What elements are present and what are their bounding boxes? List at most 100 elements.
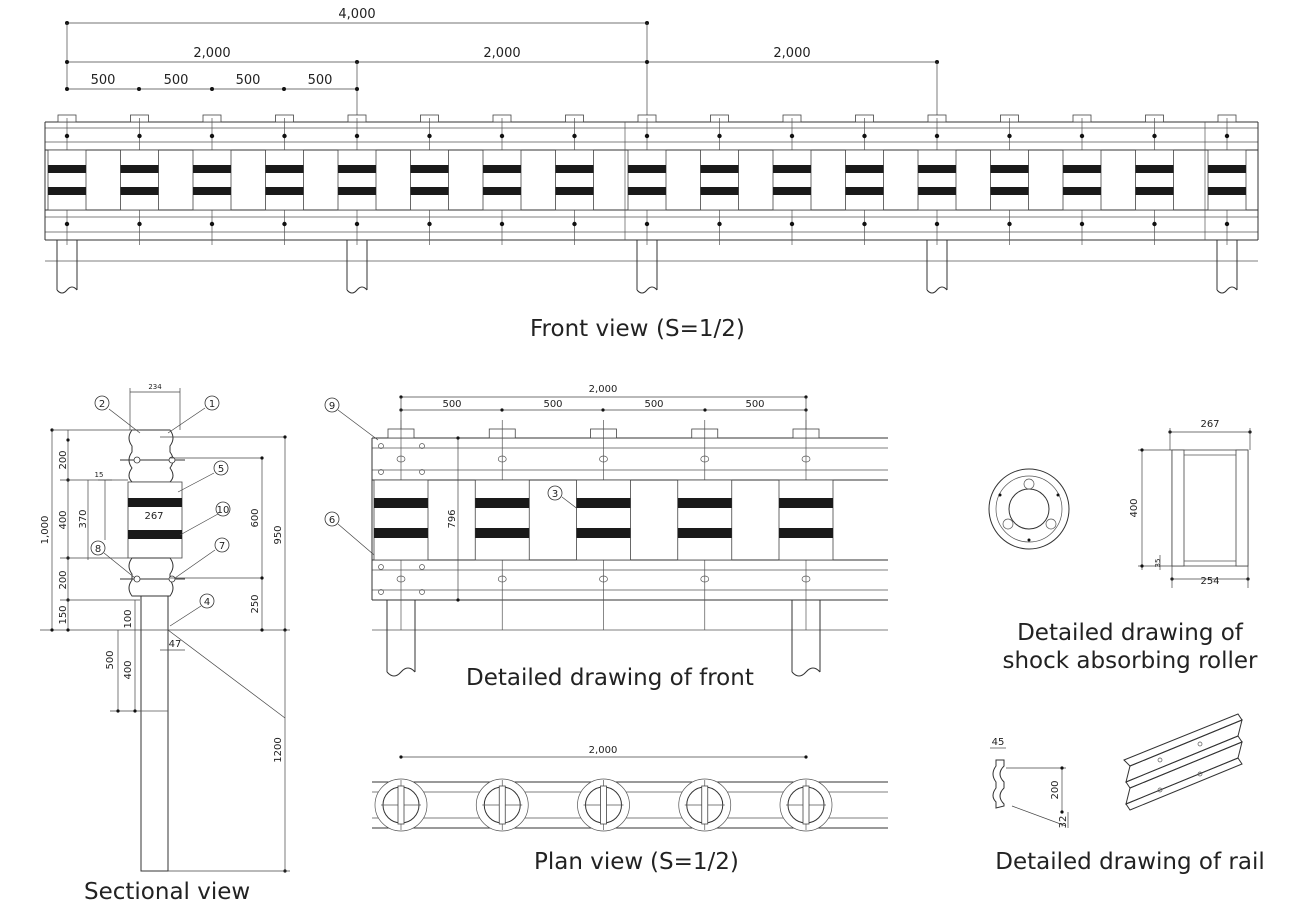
front-bolt — [862, 133, 867, 139]
callout-4: 4 — [204, 597, 210, 608]
front-bolt — [1007, 221, 1012, 227]
front-roller-body — [265, 149, 304, 211]
front-roller-band — [700, 187, 739, 195]
rail-title: Detailed drawing of rail — [995, 849, 1264, 875]
front-roller-band — [1135, 187, 1174, 195]
detail-roller-body — [373, 479, 429, 561]
front-roller-band — [773, 165, 811, 173]
front-roller-body — [192, 149, 232, 211]
front-roller-body — [772, 149, 812, 211]
front-bolt — [934, 133, 940, 139]
plan-roller-bolt — [397, 785, 405, 825]
front-bolt — [717, 221, 722, 227]
front-bolt — [1224, 133, 1230, 139]
front-roller-row — [47, 114, 1247, 245]
detail-roller-body — [576, 479, 631, 561]
front-bolt — [209, 133, 215, 139]
front-roller-band — [265, 165, 304, 173]
sectional-view-title: Sectional view — [84, 879, 250, 905]
detail-roller-band — [576, 528, 631, 538]
front-roller — [700, 114, 739, 245]
front-roller-band — [555, 165, 594, 173]
callout-8: 8 — [95, 544, 101, 555]
front-roller-body — [917, 149, 957, 211]
front-bolt — [789, 221, 795, 227]
section-dim-400: 400 — [58, 510, 69, 529]
front-roller-band — [918, 165, 956, 173]
front-dim-q1: 500 — [91, 73, 116, 88]
plan-view-title: Plan view — [534, 849, 643, 875]
front-roller-band — [265, 187, 304, 195]
rail-dim-45: 45 — [992, 737, 1005, 748]
front-bolt — [354, 221, 360, 227]
front-roller — [265, 114, 304, 245]
callout-7: 7 — [219, 541, 225, 552]
front-post-row — [56, 240, 1238, 294]
front-roller — [120, 114, 159, 245]
front-post — [926, 240, 948, 294]
front-dim-q4: 500 — [308, 73, 333, 88]
roller-dim-bottom: 254 — [1200, 576, 1219, 587]
front-dim-half2: 2,000 — [483, 46, 520, 61]
front-roller — [845, 114, 884, 245]
front-dim-q2: 500 — [164, 73, 189, 88]
detail-roller — [474, 420, 530, 630]
detail-roller-band — [677, 528, 732, 538]
plan-view-scale: (S=1/2) — [650, 849, 739, 875]
section-dim-250: 250 — [250, 594, 261, 613]
front-bolt — [64, 221, 70, 227]
front-bolt — [137, 221, 142, 227]
plan-roller-bolt — [802, 785, 810, 825]
front-bolt — [209, 221, 215, 227]
detail-bolt — [497, 455, 507, 463]
detail-roller-band — [779, 498, 833, 508]
front-roller-band — [1063, 187, 1101, 195]
front-bolt — [644, 133, 650, 139]
front-bolt — [1152, 221, 1157, 227]
front-roller-band — [193, 165, 231, 173]
front-post — [636, 240, 658, 294]
front-roller-body — [555, 149, 594, 211]
detail-roller-band — [779, 528, 833, 538]
detail-bolt — [396, 455, 406, 463]
rail-dim-32: 32 — [1058, 816, 1069, 829]
front-roller — [482, 114, 522, 245]
front-bolt — [499, 133, 505, 139]
front-roller-band — [483, 165, 521, 173]
front-roller-band — [555, 187, 594, 195]
callout-3: 3 — [552, 489, 558, 500]
front-roller-body — [990, 149, 1029, 211]
detail-roller-row — [373, 420, 834, 677]
detail-roller — [677, 420, 733, 630]
detail-bolt — [700, 455, 710, 463]
plan-roller — [779, 778, 833, 832]
front-roller — [47, 114, 87, 245]
section-dim-15: 15 — [95, 471, 104, 479]
section-dim-150: 150 — [58, 605, 69, 624]
front-bolt — [1224, 221, 1230, 227]
front-roller-band — [193, 187, 231, 195]
front-roller-body — [700, 149, 739, 211]
front-roller — [627, 114, 667, 245]
detail-bolt — [801, 455, 811, 463]
front-bolt — [717, 133, 722, 139]
detail-front-title: Detailed drawing of front — [466, 665, 754, 691]
plan-roller — [475, 778, 529, 832]
front-bolt — [789, 133, 795, 139]
front-roller-body — [337, 149, 377, 211]
front-roller-body — [482, 149, 522, 211]
front-post-break — [636, 286, 658, 294]
section-dim-1200: 1200 — [273, 737, 284, 762]
detail-dim-height: 796 — [447, 509, 458, 528]
callout-2: 2 — [99, 399, 105, 410]
section-dim-600: 600 — [250, 508, 261, 527]
plan-roller-bolt — [701, 785, 709, 825]
roller-detail — [988, 428, 1252, 588]
detail-roller-band — [475, 498, 530, 508]
detail-dim-q4: 500 — [745, 399, 764, 410]
front-dimensions — [65, 21, 939, 118]
detail-post — [386, 600, 416, 677]
roller-dim-top: 267 — [1200, 419, 1219, 430]
section-dim-370: 370 — [78, 509, 89, 528]
front-roller — [917, 114, 957, 245]
